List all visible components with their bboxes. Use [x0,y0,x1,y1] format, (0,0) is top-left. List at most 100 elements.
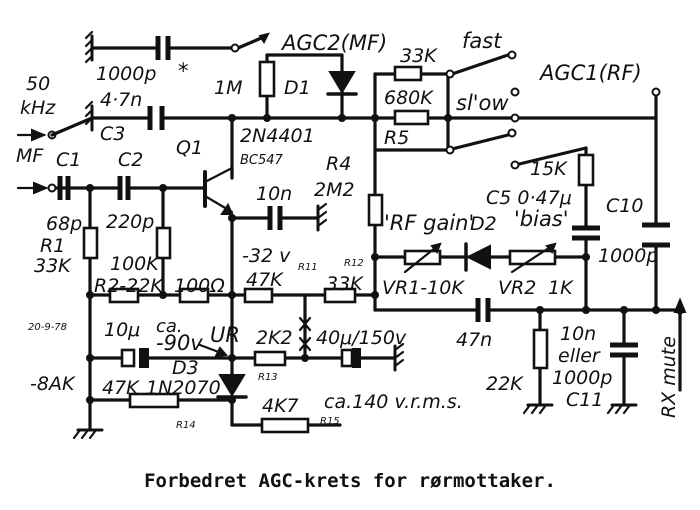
resistor-r13 [253,350,287,367]
switch-fast-contact [507,50,517,60]
label-eller: eller [558,345,601,367]
cut-markers [298,316,312,352]
label-vr2: VR2 [498,277,536,299]
label-minus-90v: -90v [156,331,203,355]
label-10n-c11: 10n [560,323,596,345]
label-c2: C2 [118,149,143,171]
switch-lower-contact [507,128,517,138]
label-33k-mid: 33K [326,273,364,295]
resistor-15k [577,153,595,187]
label-d1: D1 [284,77,311,99]
label-15k: 15K [530,158,568,180]
label-slow: sl'ow [456,91,509,115]
junction-dots [86,114,660,404]
label-22k: 22K [486,373,524,395]
label-c10: C10 [606,195,643,217]
label-1n2070: 1N2070 [146,377,221,399]
arrow-rx-mute [673,297,687,313]
label-minus-8ak: -8AK [30,373,76,395]
ground-22k [522,403,554,415]
label-1000p: 1000p [96,63,156,85]
label-40u: 40μ/150v [316,327,407,349]
terminal-agc2 [230,43,240,53]
label-47k-mid: 47K [246,269,284,291]
label-bias: 'bias' [514,207,569,231]
label-ur: UR [210,323,240,347]
transistor-q1 [203,166,234,215]
resistor-r14 [128,392,180,409]
label-r1: R1 [40,235,65,257]
label-1000p-c11: 1000p [552,367,612,389]
resistor-100ohm [178,287,210,304]
label-2n4401: 2N4401 [240,125,315,147]
diode-d2 [465,244,491,270]
label-4k7: 4K7 [262,395,299,417]
ground-symbols [72,30,638,440]
label-agc2: AGC2(MF) [280,31,387,55]
label-68p: 68p [46,213,82,235]
label-star: * [178,59,189,83]
diode-d3 [218,374,246,397]
ground-c11 [606,403,638,415]
resistor-47k-mid [243,287,274,304]
ground-10n [316,202,328,232]
label-r12: R12 [344,258,364,269]
label-rx-mute: RX mute [658,336,680,418]
label-220p: 220p [106,211,154,233]
switch-lower-common [445,145,455,155]
label-r13: R13 [258,372,278,383]
terminals [16,32,687,392]
label-4-7n: 4·7n [100,89,142,111]
capacitors [57,36,670,368]
cap-40u-electrolytic [340,348,354,368]
label-r4: R4 [326,153,351,175]
diode-d1 [328,71,356,94]
label-minus-32v: -32 v [242,245,291,267]
resistor-33k-top [393,65,423,82]
label-10u: 10μ [104,319,140,341]
label-khz: kHz [20,97,56,119]
label-r11: R11 [298,262,318,273]
label-33k-r1: 33K [34,255,72,277]
label-1k: 1K [548,277,574,299]
label-47k-low: 47K [102,377,140,399]
resistors [82,60,595,434]
label-r15: R15 [320,416,340,427]
cap-10u-electrolytic [120,348,136,368]
terminal-15k [510,160,520,170]
label-r14: R14 [176,420,196,431]
component-labels: 1000p * AGC2(MF) 1M D1 33K fast AGC1(RF)… [16,29,680,431]
resistor-22k [532,328,549,370]
resistor-r1 [82,226,99,260]
label-fast: fast [462,29,502,53]
switch-slow-contact [510,87,520,97]
figure-caption: Forbedret AGC-krets for rørmottaker. [144,470,556,492]
resistor-r2 [108,287,140,304]
label-50: 50 [26,73,50,95]
label-1m: 1M [214,77,242,99]
label-d3: D3 [172,357,199,379]
label-r2: R2-22K [94,275,164,297]
resistor-r5 [393,109,430,126]
label-q1: Q1 [176,137,203,159]
resistor-r12 [323,287,357,304]
label-c3: C3 [100,123,125,145]
label-ca-140v: ca.140 v.r.m.s. [324,391,463,413]
ground-c3 [84,100,94,132]
terminal-agc1 [651,87,661,97]
label-c1: C1 [56,149,81,171]
label-33k-top: 33K [400,45,438,67]
terminal-mf [47,183,57,193]
label-date: 20-9-78 [28,322,67,333]
label-d2: D2 [470,213,497,235]
label-680k: 680K [384,87,434,109]
label-100ohm: 100Ω [174,275,225,297]
label-100k: 100K [110,253,160,275]
switch-fast-common [445,69,455,79]
resistor-1m [258,60,276,98]
label-1000p-c10: 1000p [598,245,658,267]
label-ca: ca. [156,316,183,337]
label-mf: MF [16,145,44,167]
label-c11: C11 [566,389,603,411]
